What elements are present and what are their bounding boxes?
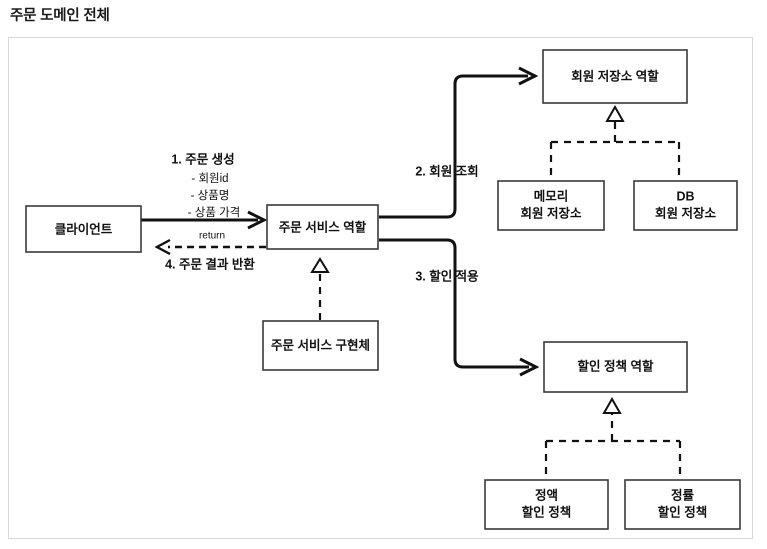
box-order-service-role-label: 주문 서비스 역할 <box>279 219 367 234</box>
arrowhead-client-to-order-service <box>247 210 268 230</box>
label-step-3: 3. 할인 적용 <box>415 268 479 283</box>
box-client[interactable]: 클라이언트 <box>25 205 142 253</box>
flow-order-service-to-member-repo <box>379 74 528 219</box>
label-step-1-item-1: - 회원id <box>191 171 228 185</box>
box-discount-role-label: 할인 정책 역할 <box>578 358 654 373</box>
box-rate-discount-label-line1: 정률 <box>671 487 695 502</box>
label-return-tag: return <box>199 231 225 242</box>
box-db-member-repo-label-line1: DB <box>676 189 694 203</box>
box-db-member-repo-label-line2: 회원 저장소 <box>655 205 716 220</box>
box-order-service-impl-label: 주문 서비스 구현체 <box>271 337 370 352</box>
page-title: 주문 도메인 전체 <box>10 8 110 24</box>
box-client-label: 클라이언트 <box>55 221 113 236</box>
box-memory-member-repo-label-line2: 회원 저장소 <box>521 205 582 220</box>
label-step-4: 4. 주문 결과 반환 <box>165 256 255 271</box>
box-fix-discount[interactable]: 정액 할인 정책 <box>484 479 609 530</box>
hollow-triangle-discount <box>602 396 622 414</box>
hollow-triangle-member-repo <box>605 104 625 122</box>
diagram-frame <box>8 37 753 539</box>
box-discount-role[interactable]: 할인 정책 역할 <box>543 341 688 393</box>
box-order-service-role[interactable]: 주문 서비스 역할 <box>266 204 379 250</box>
arrowhead-to-member-repo <box>518 66 539 86</box>
box-memory-member-repo[interactable]: 메모리 회원 저장소 <box>497 180 605 231</box>
box-member-repo-role[interactable]: 회원 저장소 역할 <box>542 49 688 104</box>
label-step-2: 2. 회원 조회 <box>415 163 478 178</box>
box-rate-discount[interactable]: 정률 할인 정책 <box>624 479 741 530</box>
box-fix-discount-label-line1: 정액 <box>535 487 558 502</box>
box-order-service-impl[interactable]: 주문 서비스 구현체 <box>262 320 379 371</box>
label-step-1-title: 1. 주문 생성 <box>171 151 234 166</box>
flow-order-service-to-discount <box>379 238 529 369</box>
realization-discount-branch <box>544 439 682 479</box>
label-step-1-item-2: - 상품명 <box>191 189 230 202</box>
label-step-1-item-3: - 상품 가격 <box>188 205 241 219</box>
hollow-triangle-order-service <box>310 257 330 273</box>
box-memory-member-repo-label-line1: 메모리 <box>534 188 569 203</box>
arrowhead-return-to-client <box>154 238 171 256</box>
box-fix-discount-label-line2: 할인 정책 <box>522 504 571 519</box>
realization-member-repo-branch <box>549 140 681 180</box>
box-rate-discount-label-line2: 할인 정책 <box>658 504 707 519</box>
arrowhead-to-discount <box>519 357 540 377</box>
box-db-member-repo[interactable]: DB 회원 저장소 <box>633 180 738 231</box>
box-member-repo-role-label: 회원 저장소 역할 <box>571 68 659 83</box>
